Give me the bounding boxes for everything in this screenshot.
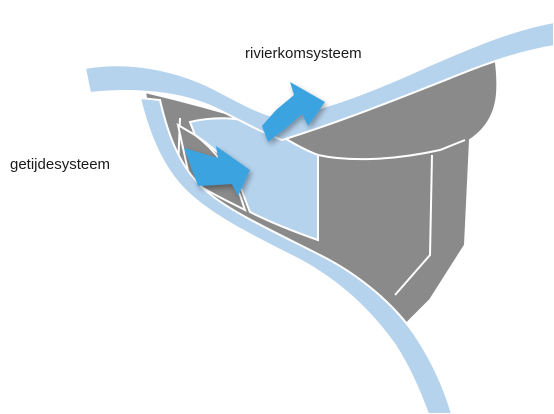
river-system-label: rivierkomsysteem [245, 45, 362, 62]
river-channel-top [83, 20, 554, 142]
tidal-inflow-arrow [184, 146, 250, 196]
river-inflow-arrow [262, 82, 325, 142]
tidal-system-label: getijdesysteem [10, 156, 111, 173]
